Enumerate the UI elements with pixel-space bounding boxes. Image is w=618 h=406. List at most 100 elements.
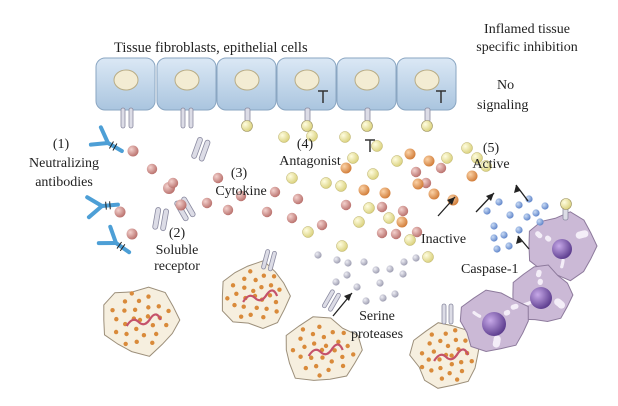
antagonist-particle xyxy=(404,234,416,246)
granulocyte xyxy=(221,260,291,330)
active-particle xyxy=(358,184,370,196)
epithelial-cell xyxy=(216,57,277,111)
antagonist-particle xyxy=(278,131,290,143)
label-signaling: signaling xyxy=(477,98,529,113)
granule xyxy=(274,309,279,314)
cytokine-particle xyxy=(340,199,352,211)
granule xyxy=(251,288,256,294)
antagonist-particle xyxy=(461,142,473,154)
granule xyxy=(317,373,322,378)
granule xyxy=(329,359,334,364)
nucleus-chain xyxy=(125,313,162,327)
membrane-receptors xyxy=(120,107,433,132)
granule xyxy=(261,315,266,320)
arrowhead xyxy=(344,293,352,301)
cytokine-particle xyxy=(390,228,402,240)
vacuole xyxy=(513,303,519,309)
granule xyxy=(110,307,115,313)
granulocyte-body xyxy=(103,286,181,357)
cytokine-particle xyxy=(410,166,422,178)
antagonist-particle xyxy=(367,168,379,180)
serine-protease-particle xyxy=(353,283,361,291)
caspase-particle xyxy=(515,201,523,209)
granule xyxy=(136,298,142,304)
vacuole xyxy=(537,278,543,284)
inhibition-symbols xyxy=(318,90,446,152)
granulocyte-receptor xyxy=(261,249,277,272)
cytokine-particle xyxy=(146,163,158,175)
cytokine-particle xyxy=(201,197,213,209)
label-cytokine: Cytokine xyxy=(215,184,267,199)
granule xyxy=(454,377,460,382)
epithelial-cell xyxy=(336,57,397,111)
arrow-caspase xyxy=(517,235,530,250)
nucleus-chain xyxy=(307,343,344,357)
granule xyxy=(447,370,452,376)
antagonist-particle xyxy=(363,202,375,214)
cytokine-particle xyxy=(212,172,224,184)
molecule-particles xyxy=(146,130,549,305)
epithelial-cell xyxy=(276,57,337,111)
granule xyxy=(277,287,282,292)
macrophage-receptor xyxy=(560,198,572,221)
vacuole xyxy=(581,230,589,238)
serine-protease-particle xyxy=(333,256,341,264)
granule xyxy=(438,365,443,371)
vacuole xyxy=(535,231,541,237)
granule xyxy=(242,276,247,281)
label-caspase: Caspase-1 xyxy=(461,262,519,277)
granule xyxy=(429,368,434,373)
granule xyxy=(290,347,296,353)
nucleus-chain xyxy=(242,289,279,303)
serine-protease-particle xyxy=(344,259,352,267)
vacuole xyxy=(560,265,564,269)
antagonist-particle xyxy=(335,180,347,192)
cell-nucleus xyxy=(174,69,200,91)
granule xyxy=(268,283,274,288)
inhibition-mark xyxy=(365,139,375,152)
macrophages xyxy=(459,198,598,353)
caspase-particle xyxy=(541,202,549,210)
label-receptor: receptor xyxy=(154,259,200,274)
granule xyxy=(317,324,322,330)
antagonist-particle xyxy=(371,140,383,152)
granule xyxy=(303,365,309,371)
granule xyxy=(242,285,247,290)
granule xyxy=(153,331,159,337)
receptor-bound xyxy=(421,107,433,132)
granule xyxy=(122,299,128,304)
cytokine-particle xyxy=(261,206,273,218)
label-no: No xyxy=(497,78,515,93)
granule xyxy=(254,305,259,311)
granule xyxy=(114,316,119,322)
antagonist-particle xyxy=(347,152,359,164)
receptor xyxy=(120,107,134,129)
soluble-receptor xyxy=(152,207,169,232)
granule xyxy=(146,305,151,310)
caspase-particle xyxy=(523,213,531,221)
receptor xyxy=(180,107,194,129)
serine-protease-particle xyxy=(386,265,394,273)
granule xyxy=(340,363,346,369)
serine-protease-particle xyxy=(343,271,351,279)
macrophage-nucleus xyxy=(552,239,572,259)
soluble-receptor xyxy=(191,136,211,162)
granule xyxy=(132,307,138,313)
antagonist-particle xyxy=(441,152,453,164)
cell-nucleus xyxy=(234,69,260,91)
granule xyxy=(298,354,303,359)
cytokine-particle xyxy=(420,177,432,189)
cytokine-particle xyxy=(235,190,247,202)
label-n4: (4) xyxy=(296,137,314,152)
granule xyxy=(321,334,327,340)
granule xyxy=(273,299,279,305)
granule xyxy=(232,302,237,308)
granule xyxy=(225,296,230,301)
neutralizing-antibodies xyxy=(85,125,139,255)
granule xyxy=(313,363,319,369)
cell-nucleus xyxy=(354,69,380,91)
granule xyxy=(238,314,244,319)
granule xyxy=(341,330,346,336)
granule xyxy=(264,306,269,312)
label-inactive: Inactive xyxy=(421,232,467,247)
